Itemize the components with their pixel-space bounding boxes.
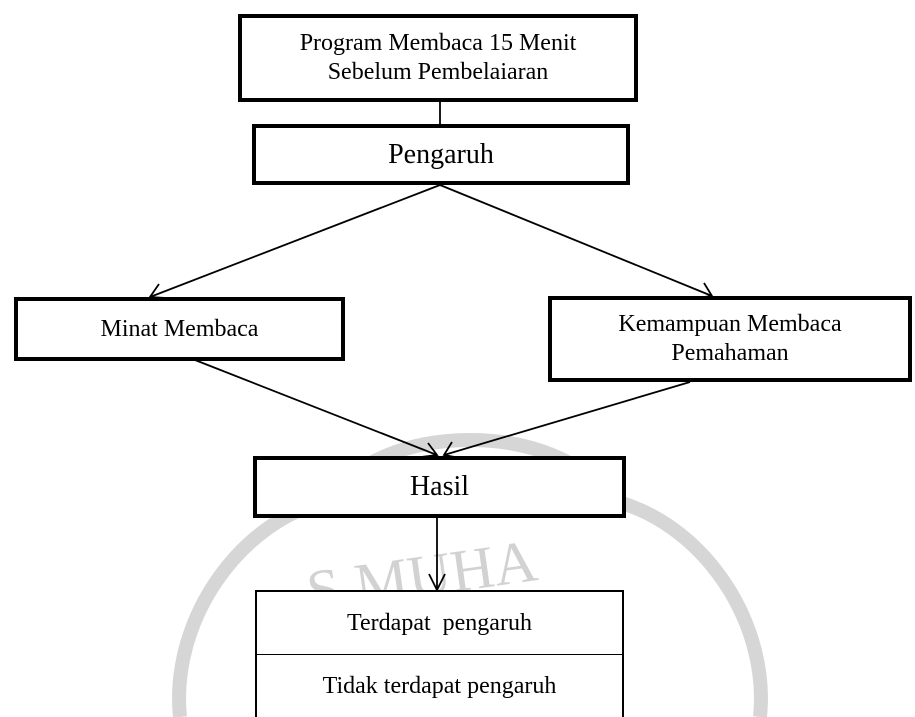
program-box: Program Membaca 15 Menit Sebelum Pembela… bbox=[238, 14, 638, 102]
minat-box: Minat Membaca bbox=[14, 297, 345, 361]
program-line1: Program Membaca 15 Menit bbox=[299, 30, 577, 57]
outcome-yes-label: Terdapat pengaruh bbox=[347, 609, 532, 636]
program-line2: Sebelum Pembelaiaran bbox=[327, 59, 549, 85]
edge-pengaruh-minat bbox=[149, 184, 441, 298]
hasil-box: Hasil bbox=[253, 456, 626, 518]
kemampuan-box: Kemampuan Membaca Pemahaman bbox=[548, 296, 912, 382]
outcome-box: Terdapat pengaruh Tidak terdapat pengaru… bbox=[255, 590, 624, 717]
kemampuan-line1: Kemampuan Membaca bbox=[618, 311, 842, 338]
edge-kemampuan-hasil bbox=[443, 381, 691, 456]
minat-label: Minat Membaca bbox=[100, 315, 259, 342]
kemampuan-line2: Pemahaman bbox=[671, 340, 789, 366]
edge-minat-hasil bbox=[194, 359, 438, 456]
pengaruh-box: Pengaruh bbox=[252, 124, 630, 185]
edge-pengaruh-kemampuan bbox=[439, 184, 713, 297]
pengaruh-label: Pengaruh bbox=[388, 138, 494, 170]
outcome-no-cell: Tidak terdapat pengaruh bbox=[257, 654, 622, 717]
outcome-no-label: Tidak terdapat pengaruh bbox=[322, 672, 557, 699]
outcome-yes-cell: Terdapat pengaruh bbox=[257, 592, 622, 654]
hasil-label: Hasil bbox=[409, 471, 470, 502]
